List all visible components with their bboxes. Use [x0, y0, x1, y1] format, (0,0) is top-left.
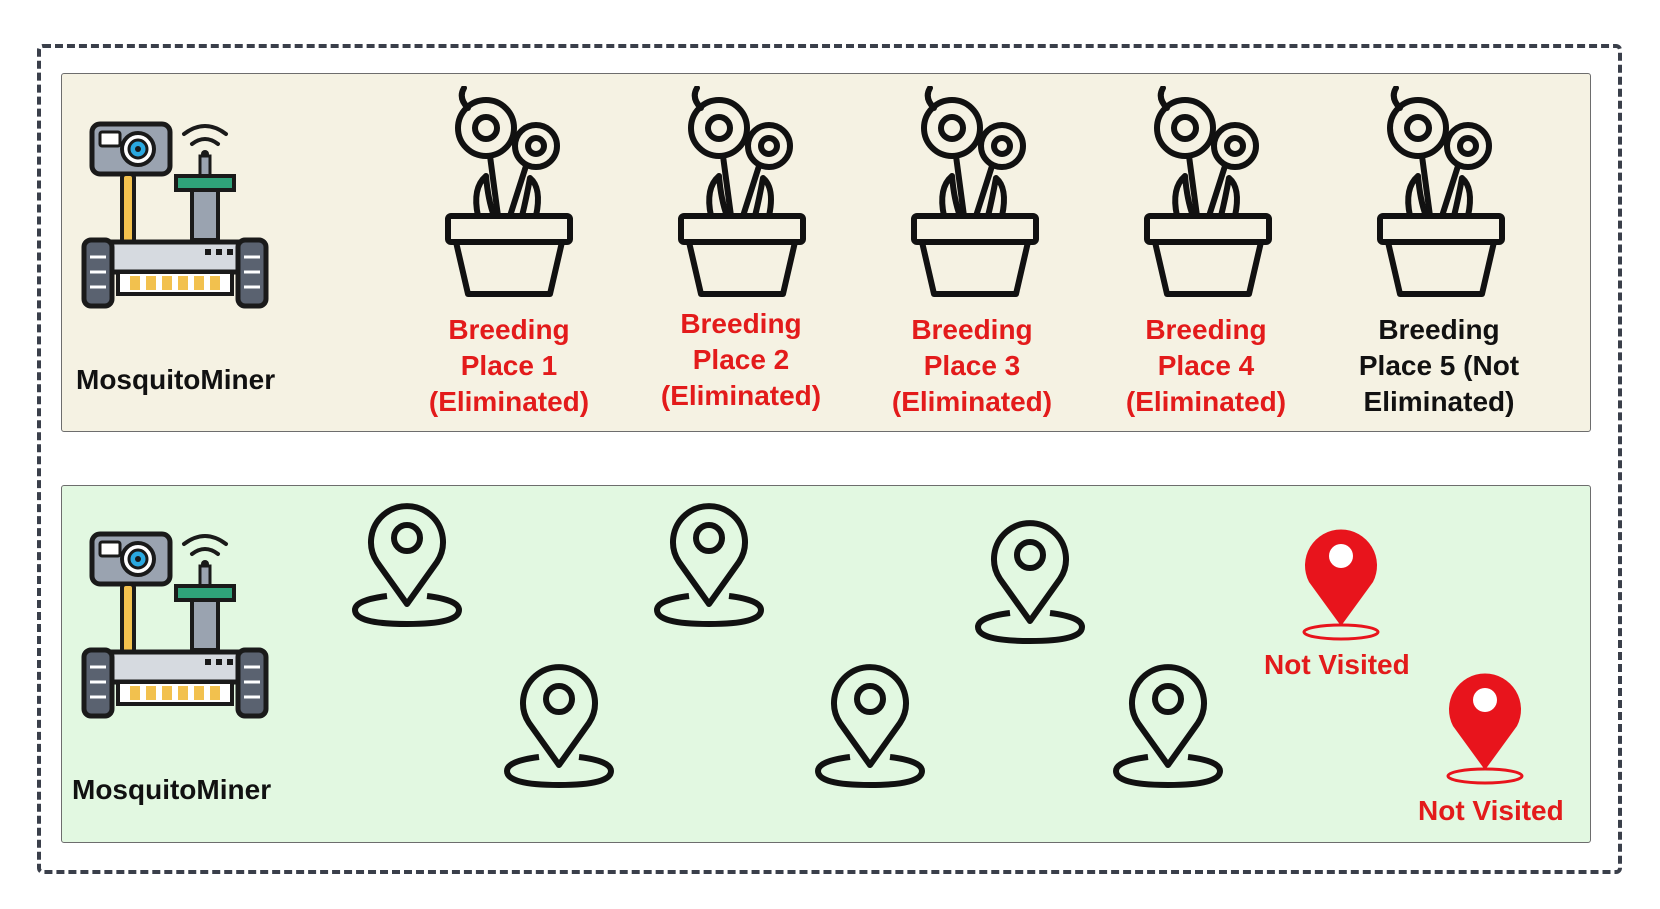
location-pin-icon	[1110, 661, 1226, 791]
breeding-place-2-label: Breeding Place 2 (Eliminated)	[660, 308, 822, 411]
location-pin-icon	[972, 517, 1088, 647]
outer-dashed-frame	[37, 44, 1622, 874]
location-pin-icon	[812, 661, 928, 791]
flower-pot-icon	[904, 86, 1044, 301]
flower-pot-icon	[671, 86, 811, 301]
breeding-place-5-label: Breeding Place 5 (Not Eliminated)	[1358, 314, 1520, 417]
location-pin-icon	[349, 500, 465, 630]
breeding-place-1-label: Breeding Place 1 (Eliminated)	[428, 314, 590, 417]
robot-label: MosquitoMiner	[76, 364, 276, 395]
breeding-place-3-label: Breeding Place 3 (Eliminated)	[891, 314, 1053, 417]
robot-label: MosquitoMiner	[72, 774, 272, 805]
not-visited-label: Not Visited	[1264, 649, 1410, 680]
breeding-place-4-label: Breeding Place 4 (Eliminated)	[1125, 314, 1287, 417]
location-pin-icon	[501, 661, 617, 791]
robot-rover-icon	[80, 112, 270, 312]
flower-pot-icon	[438, 86, 578, 301]
flower-pot-icon	[1137, 86, 1277, 301]
not-visited-pin-icon	[1299, 522, 1383, 642]
breeding-places-panel	[61, 73, 1591, 432]
not-visited-label: Not Visited	[1418, 795, 1564, 826]
not-visited-pin-icon	[1443, 666, 1527, 786]
location-pin-icon	[651, 500, 767, 630]
robot-rover-icon	[80, 522, 270, 722]
flower-pot-icon	[1370, 86, 1510, 301]
